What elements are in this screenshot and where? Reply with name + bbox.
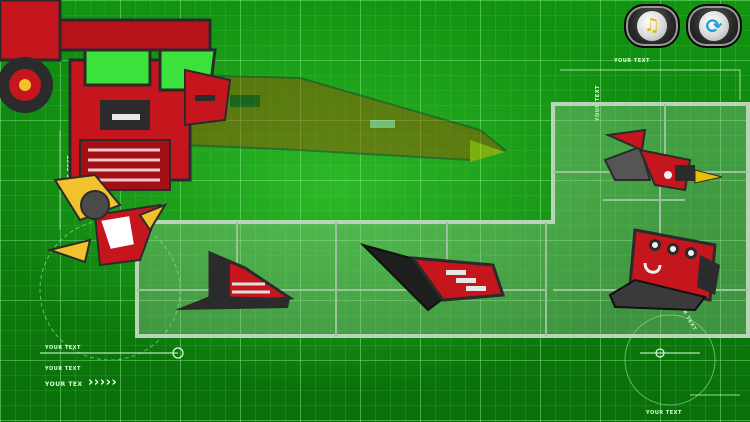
red-wedge-part[interactable] [170,248,300,318]
black-blade-part[interactable] [358,240,508,320]
music-toggle-button[interactable]: ♫ [624,4,680,48]
hud-label-bottom-2: YOUR TEXT [45,366,81,372]
robot-assembly [0,0,508,267]
hud-label-bottom-right: YOUR TEXT [646,410,682,416]
drill-arm-part[interactable] [600,125,730,195]
hud-arrows: ››››› [88,375,118,390]
red-foot-part[interactable] [605,225,725,315]
refresh-icon: ⟳ [698,10,730,42]
restart-button[interactable]: ⟳ [686,4,742,48]
hud-label-bottom-1: YOUR TEXT [45,345,81,351]
hud-label-top: YOUR TEXT [614,58,650,64]
music-note-icon: ♫ [636,10,668,42]
hud-label-bottom-3: YOUR TEX [45,381,83,388]
